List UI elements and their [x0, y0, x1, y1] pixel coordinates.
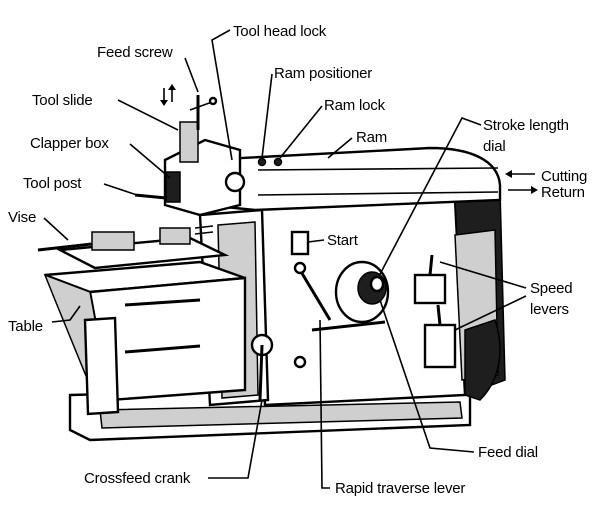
- feed-screw-knob: [208, 96, 218, 106]
- label-table: Table: [8, 318, 43, 335]
- crossfeed-crank-arm: [258, 344, 264, 401]
- label-rapid-traverse-lever: Rapid traverse lever: [335, 480, 465, 497]
- leader-speed-lever-lower: [454, 295, 527, 331]
- ram-edge-line: [257, 167, 499, 171]
- machine-ram: [203, 146, 502, 212]
- table-slot-2: [124, 344, 201, 354]
- cutting-arrowhead: [505, 170, 512, 178]
- label-tool-post: Tool post: [23, 175, 82, 192]
- leader-stroke-length-dial: [377, 117, 482, 279]
- speed-lever-lower: [436, 304, 442, 326]
- tool-head-dial: [224, 171, 246, 193]
- leader-ram-lock: [279, 105, 323, 159]
- crossfeed-arrow-b: [194, 231, 214, 235]
- motor-housing: [464, 319, 501, 401]
- label-tool-head-lock: Tool head lock: [233, 23, 327, 40]
- leader-tool-slide: [117, 99, 179, 131]
- leader-start: [307, 239, 325, 243]
- vise-body: [55, 236, 230, 270]
- leader-feed-dial: [379, 299, 475, 453]
- ram-positioner-bolt: [257, 157, 267, 167]
- leader-ram-positioner: [261, 73, 273, 159]
- rapid-traverse-lever-knob: [293, 261, 307, 275]
- drive-shaft: [311, 320, 386, 332]
- stroke-dial-center: [369, 275, 385, 293]
- label-feed-screw: Feed screw: [97, 44, 173, 61]
- feed-up-arrowhead: [168, 84, 176, 90]
- leader-tool-post: [103, 183, 141, 197]
- tool-post-bar: [134, 193, 167, 200]
- label-crossfeed-crank: Crossfeed crank: [84, 470, 191, 487]
- machine-drawing: [37, 95, 506, 442]
- label-ram-positioner: Ram positioner: [274, 65, 372, 82]
- vise-jaw-right: [159, 227, 191, 245]
- leader-feed-screw: [184, 57, 199, 93]
- label-stroke-length-line2: dial: [483, 138, 506, 155]
- label-ram-lock: Ram lock: [324, 97, 386, 114]
- speed-lever-box-upper: [413, 273, 447, 305]
- leader-table: [51, 305, 81, 323]
- ram-lock-bolt: [273, 157, 283, 167]
- speed-lever-upper: [428, 254, 434, 276]
- leader-clapper-box: [129, 143, 171, 179]
- label-feed-dial: Feed dial: [478, 444, 538, 461]
- start-switch: [290, 230, 310, 256]
- part-labels: Tool head lock Feed screw Ram positioner…: [8, 23, 587, 497]
- feed-screw-handle: [189, 101, 213, 111]
- table-slot-1: [124, 298, 201, 307]
- crossfeed-arrow-a: [194, 225, 214, 229]
- leader-speed-lever-upper: [439, 261, 527, 289]
- label-tool-slide: Tool slide: [32, 92, 93, 109]
- label-vise: Vise: [8, 209, 36, 226]
- leader-lines: [43, 29, 527, 489]
- rapid-traverse-lever-arm: [298, 269, 332, 321]
- return-arrowhead: [531, 186, 538, 194]
- leader-tool-head-lock: [211, 29, 233, 161]
- clapper-box-body: [165, 171, 181, 203]
- base-plinth: [99, 401, 463, 429]
- vise-handle: [37, 242, 93, 252]
- label-speed-levers-line2: levers: [530, 301, 569, 318]
- label-clapper-box: Clapper box: [30, 135, 109, 152]
- leader-rapid-traverse-lever: [319, 319, 330, 489]
- speed-lever-box-lower: [423, 323, 457, 369]
- table-support: [83, 316, 120, 416]
- leader-vise: [43, 217, 69, 241]
- label-return: Return: [541, 184, 585, 201]
- label-stroke-length-line1: Stroke length: [483, 117, 569, 134]
- label-speed-levers-line1: Speed: [530, 280, 572, 297]
- leader-crossfeed-crank: [208, 399, 263, 479]
- label-ram: Ram: [356, 129, 387, 146]
- tool-slide-block: [179, 121, 199, 163]
- column-bolt: [293, 355, 307, 369]
- ram-lower-edge: [257, 191, 499, 196]
- feed-down-arrowhead: [160, 100, 168, 106]
- vise-jaw-left: [91, 231, 135, 251]
- leader-ram: [327, 137, 353, 159]
- direction-arrows: [160, 84, 538, 235]
- label-cutting: Cutting: [541, 168, 587, 185]
- label-start: Start: [327, 232, 359, 249]
